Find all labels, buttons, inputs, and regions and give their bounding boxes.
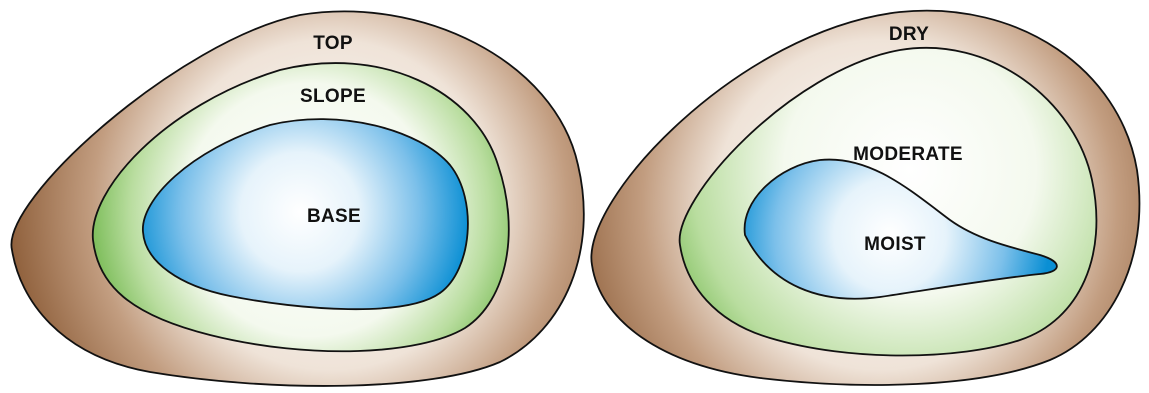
right-middle-label: MODERATE	[853, 144, 963, 165]
left-middle-label: SLOPE	[300, 86, 366, 107]
left-outer-label: TOP	[313, 33, 353, 54]
left-inner-label: BASE	[307, 206, 361, 227]
right-outer-label: DRY	[889, 24, 929, 45]
left-diagram: TOP SLOPE BASE	[11, 11, 583, 386]
right-inner-label: MOIST	[864, 234, 926, 255]
right-diagram: DRY MODERATE MOIST	[591, 11, 1139, 385]
